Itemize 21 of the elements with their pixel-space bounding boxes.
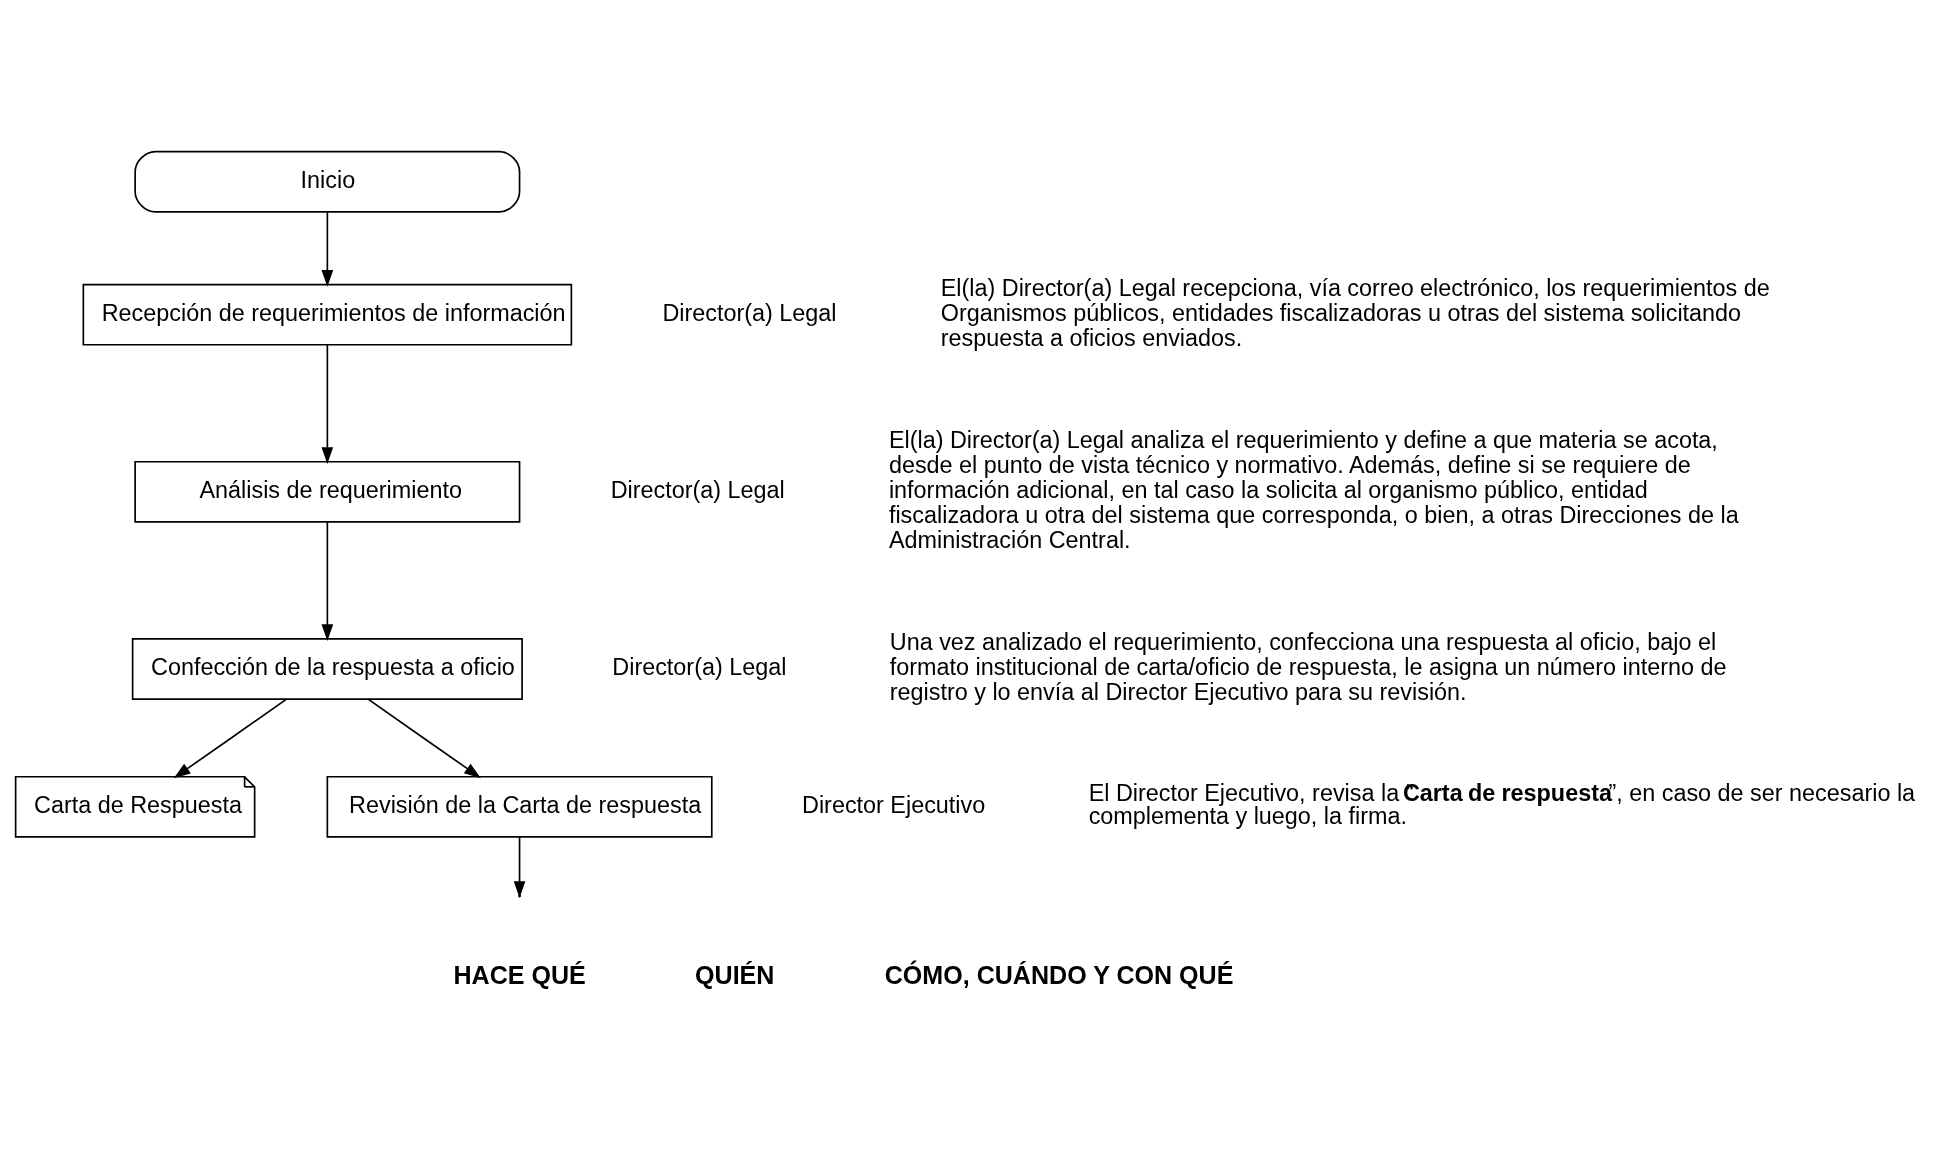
label: Director(a) Legal	[662, 299, 837, 326]
node-box: Recepción de requerimientos de información	[82, 283, 573, 346]
label: El(la) Director(a) Legal analiza el requerimiento y define a que materia se acota, desde el punto de vista técnico y normativo. Además, define si se requiere de información adicional, en tal caso la solicita al organismo público, entidad fiscalizadora u otra del sistema que corresponda, o bien, a otras Direcciones de la Administración Central.	[888, 426, 1739, 553]
arrow	[367, 697, 481, 778]
arrow	[173, 697, 288, 778]
label: QUIÉN	[695, 960, 775, 989]
label: CÓMO, CUÁNDO Y CON QUÉ	[884, 960, 1234, 989]
arrow	[321, 343, 334, 464]
label: Director Ejecutivo	[802, 791, 986, 818]
label: HACE QUÉ	[453, 960, 586, 989]
arrow	[321, 210, 334, 287]
node-box: Revisión de la Carta de respuesta	[326, 775, 713, 838]
label: Director(a) Legal	[610, 476, 785, 503]
label: Una vez analizado el requerimiento, confecciona una respuesta al oficio, bajo el formato institucional de carta/oficio de respuesta, le asigna un número interno de registro y lo envía al Director Ejecutivo para su revisión.	[889, 628, 1727, 705]
node-box: Inicio	[134, 150, 521, 213]
node-box: Confección de la respuesta a oficio	[131, 637, 523, 700]
arrow	[321, 520, 334, 641]
arrow	[513, 835, 526, 898]
label: El(la) Director(a) Legal recepciona, vía correo electrónico, los requerimientos de Organismos públicos, entidades fiscalizadoras u otras del sistema solicitando respuesta a oficios enviados.	[940, 274, 1770, 351]
label: Director(a) Legal	[612, 653, 787, 680]
node-box: Análisis de requerimiento	[134, 460, 521, 523]
